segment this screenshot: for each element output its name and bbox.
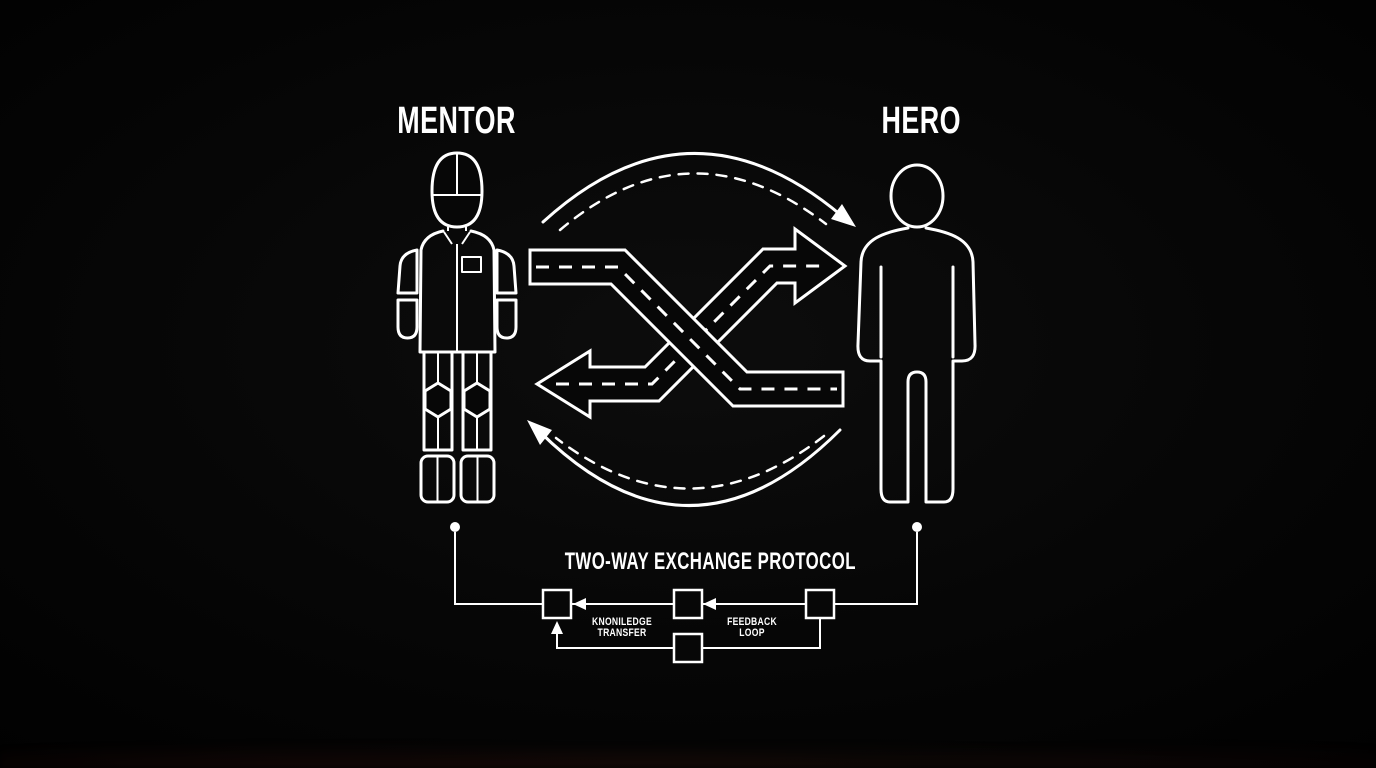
- hero-body: [856, 226, 977, 504]
- flowchart-node: [804, 588, 836, 620]
- protocol-title: TWO-WAY EXCHANGE PROTOCOL: [537, 549, 856, 575]
- hero-arm-lines: [879, 265, 955, 359]
- mentor-neck: [447, 227, 467, 231]
- hero-head: [889, 163, 945, 229]
- mentor-chest-pocket: [461, 256, 482, 273]
- cycle-top-arrowhead-icon: [831, 204, 856, 227]
- exchange-road-centerline: [556, 264, 828, 386]
- hero-label-text: HERO: [881, 98, 961, 142]
- mentor-label: MENTOR: [357, 98, 557, 142]
- up-arrowhead-icon: [551, 621, 563, 634]
- mentor-right-kneepad: [462, 381, 492, 419]
- hero-anchor-dot: [912, 522, 922, 532]
- mentor-collar: [443, 231, 471, 245]
- mentor-figure-icon: [396, 151, 518, 504]
- hero-label: HERO: [821, 98, 1021, 142]
- knowledge-transfer-label: KNONILEDGE TRANSFER: [562, 616, 682, 640]
- mentor-label-text: MENTOR: [397, 98, 517, 142]
- cycle-bottom-dashed-arc: [554, 434, 826, 490]
- feedback-loop-line2: LOOP: [739, 627, 765, 640]
- mentor-boot-seams: [436, 456, 479, 502]
- flowchart-node: [541, 588, 573, 620]
- mentor-visor-lines: [432, 154, 482, 196]
- cycle-top-solid-arc: [541, 152, 844, 224]
- hero-figure-icon: [856, 163, 977, 504]
- crossing-exchange-arrows-icon: [528, 226, 848, 420]
- mentor-left-glove: [396, 298, 419, 340]
- mentor-anchor-dot: [450, 522, 460, 532]
- cycle-arrow-bottom-icon: [527, 420, 842, 507]
- crossing-road-centerline: [536, 265, 837, 391]
- cycle-bottom-arrowhead-icon: [527, 420, 552, 445]
- mentor-left-sleeve: [396, 248, 419, 295]
- flowchart-node: [672, 632, 704, 664]
- flowchart-node: [672, 588, 704, 620]
- mentor-connector-line: [454, 532, 543, 605]
- protocol-title-text: TWO-WAY EXCHANGE PROTOCOL: [564, 549, 856, 575]
- cycle-bottom-solid-arc: [538, 428, 842, 507]
- feedback-loop-line1: FEEDBACK: [727, 616, 777, 629]
- mentor-right-glove: [495, 298, 518, 340]
- crossing-road-band: [528, 248, 845, 408]
- hero-connector-line: [833, 532, 918, 605]
- feedback-loop-label: FEEDBACK LOOP: [692, 616, 812, 640]
- cycle-arrow-top-icon: [541, 152, 856, 232]
- left-arrowhead-icon: [703, 598, 716, 610]
- return-path-right: [701, 618, 821, 649]
- mentor-right-sleeve: [495, 248, 518, 295]
- cycle-top-dashed-arc: [558, 172, 828, 232]
- left-arrowhead-icon: [573, 598, 586, 610]
- exchange-protocol-flowchart: [450, 522, 922, 664]
- knowledge-transfer-line2: TRANSFER: [597, 627, 647, 640]
- knowledge-transfer-line1: KNONILEDGE: [592, 616, 652, 629]
- mentor-left-kneepad: [423, 381, 453, 419]
